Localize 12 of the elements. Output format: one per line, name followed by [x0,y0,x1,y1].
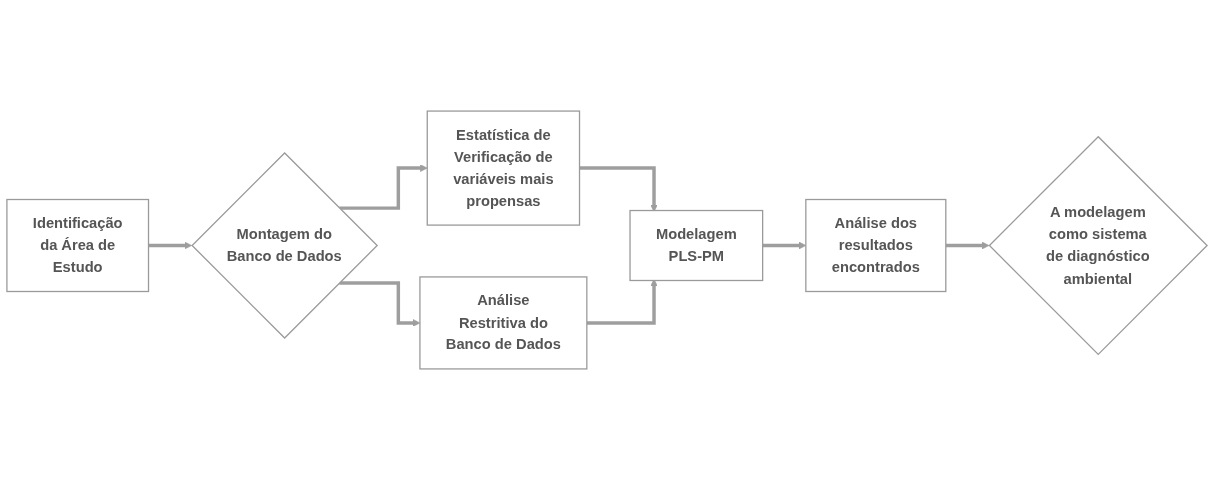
node-diamond [988,135,1208,355]
node-box [419,275,588,370]
node-box [629,209,764,281]
node-box [805,198,947,292]
node-box [6,198,150,292]
node-diamond [191,151,379,339]
arrow [586,278,658,325]
arrow [945,241,990,249]
flowchart: Identificação da Área de Estudo Montagem do Banco de Dados Estatística de Verificação de variáveis mais propensas Análise Restritiva do Banco de Dados Modelagem PLS-PM Análise dos resultados encontrados A modelagem como sistema de diagnóstico ambiental [0,4,1214,475]
node-box [426,109,581,226]
arrow [148,241,193,249]
arrow [579,165,658,212]
